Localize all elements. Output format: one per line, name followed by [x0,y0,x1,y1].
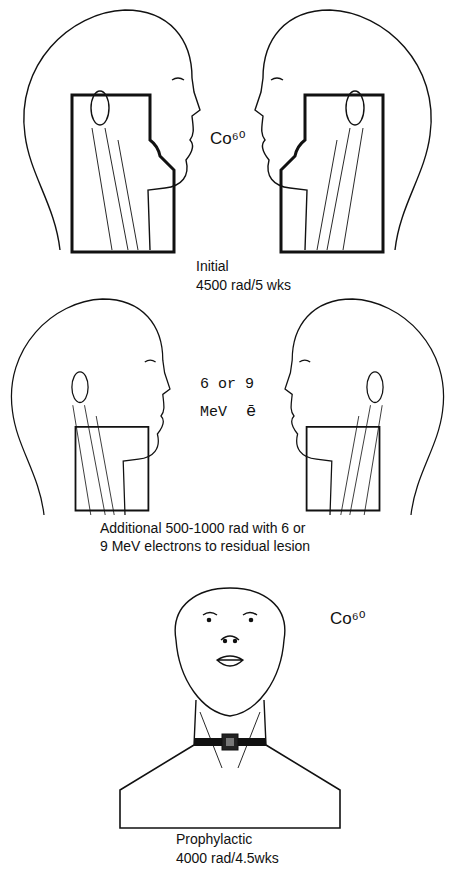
source-label: Co⁶⁰ [210,128,246,149]
pupil [207,618,210,621]
dose-label: 4000 rad/4.5wks [176,850,279,868]
shield-block [222,734,238,750]
nostril [234,640,237,643]
source-label: Co⁶⁰ [330,608,366,629]
nostril [224,640,227,643]
neck [194,700,266,745]
shield-mark [226,738,234,746]
left-head [11,299,170,515]
right-head [255,10,431,252]
face-outline [175,588,285,716]
mouth [217,656,243,666]
eye [203,613,257,616]
energy-label: 6 or 9 [200,376,254,395]
right-head [285,299,444,515]
particle-symbol: ē [246,401,256,422]
phase-label: Initial [196,258,229,276]
phase-label: Prophylactic [176,831,252,849]
left-head [24,10,200,252]
shield-band [194,738,266,746]
shoulders-field [120,745,340,828]
boost-note: Additional 500-1000 rad with 6 or 9 MeV … [100,520,315,555]
front-head [120,588,340,828]
dose-label: 4500 rad/5 wks [196,277,291,295]
pupil [249,618,252,621]
unit-label: MeV [200,404,227,423]
